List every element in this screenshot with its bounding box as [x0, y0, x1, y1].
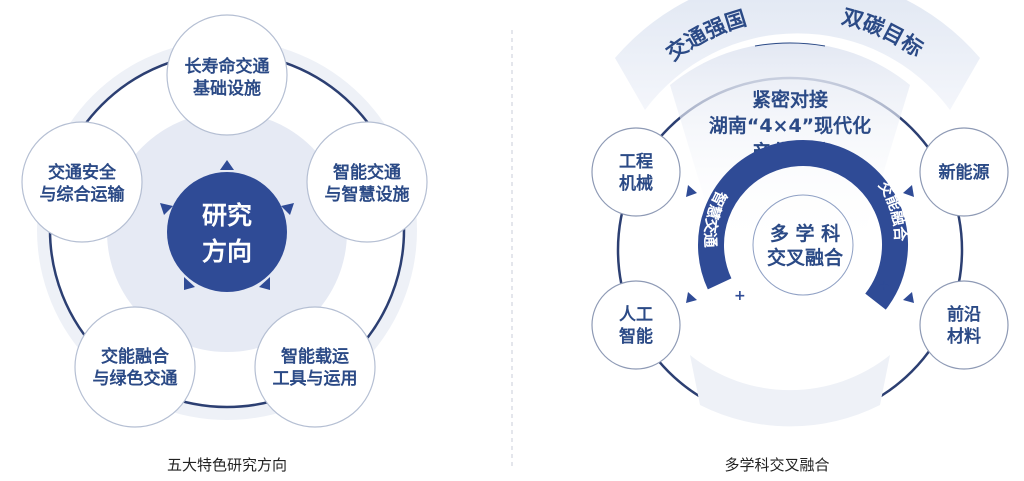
triangle-icon [184, 277, 195, 290]
plus-sign: + [878, 278, 890, 294]
center-label-1: 研究 [202, 201, 252, 230]
right-caption: 多学科交叉融合 [724, 456, 829, 474]
research-directions-diagram: 研究 方向 长寿命交通 基础设施 智能交通 与智慧设施 智能载运 工具与运用 交… [21, 14, 428, 474]
svg-text:工程: 工程 [619, 152, 653, 172]
svg-text:人工: 人工 [619, 305, 653, 325]
middle-text-1: 紧密对接 [752, 88, 828, 111]
center-label-2: 方向 [202, 237, 252, 266]
middle-text-2: 湖南“4×4”现代化 [709, 114, 871, 137]
node-smart-vehicles: 智能载运 工具与运用 [254, 306, 376, 428]
svg-text:与智慧设施: 与智慧设施 [325, 184, 410, 205]
svg-text:与绿色交通: 与绿色交通 [93, 368, 178, 389]
triangle-icon [903, 185, 914, 197]
svg-text:机械: 机械 [619, 173, 653, 194]
svg-text:交通安全: 交通安全 [48, 162, 117, 183]
svg-text:工具与运用: 工具与运用 [273, 369, 358, 389]
triangle-icon [220, 160, 234, 170]
pointer-triangles [686, 185, 914, 303]
triangle-icon [686, 292, 697, 303]
center-text-2: 交叉融合 [767, 246, 844, 269]
svg-text:材料: 材料 [947, 326, 981, 347]
interdisciplinary-diagram: 交通强国 双碳目标 紧密对接 湖南“4×4”现代化 产业体系 智慧交通 长寿命基… [591, 0, 1009, 474]
center-circle [167, 172, 287, 292]
plus-sign: + [734, 288, 746, 304]
bidirectional-arrow-icon [754, 42, 826, 47]
svg-text:与综合运输: 与综合运输 [40, 184, 126, 205]
node-transport-safety: 交通安全 与综合运输 [21, 121, 143, 243]
node-ai: 人工 智能 [591, 280, 681, 370]
left-caption: 五大特色研究方向 [167, 456, 287, 474]
cycle-arrows-icon [752, 194, 854, 296]
node-advanced-materials: 前沿 材料 [919, 280, 1009, 370]
svg-text:智能载运: 智能载运 [281, 346, 349, 367]
top-goal-band [615, 0, 980, 110]
svg-text:智能交通: 智能交通 [333, 162, 401, 183]
triangle-icon [160, 203, 173, 215]
triangle-icon [281, 203, 294, 215]
pointer-triangles [160, 160, 294, 290]
bottom-band [690, 355, 890, 427]
svg-text:前沿: 前沿 [947, 304, 981, 325]
center-text-1: 多 学 科 [770, 222, 840, 245]
node-engineering-machinery: 工程 机械 [591, 127, 681, 217]
svg-text:交能融合: 交能融合 [101, 346, 170, 367]
node-long-life-infrastructure: 长寿命交通 基础设施 [166, 14, 288, 136]
node-energy-green-transport: 交能融合 与绿色交通 [74, 306, 196, 428]
triangle-icon [259, 277, 270, 290]
triangle-icon [686, 185, 697, 197]
svg-text:新能源: 新能源 [939, 162, 990, 183]
triangle-icon [903, 292, 914, 303]
svg-text:智能: 智能 [619, 326, 653, 347]
svg-text:长寿命交通: 长寿命交通 [185, 56, 270, 77]
node-smart-transport: 智能交通 与智慧设施 [306, 121, 428, 243]
svg-text:基础设施: 基础设施 [192, 78, 261, 99]
node-new-energy: 新能源 [919, 127, 1009, 217]
